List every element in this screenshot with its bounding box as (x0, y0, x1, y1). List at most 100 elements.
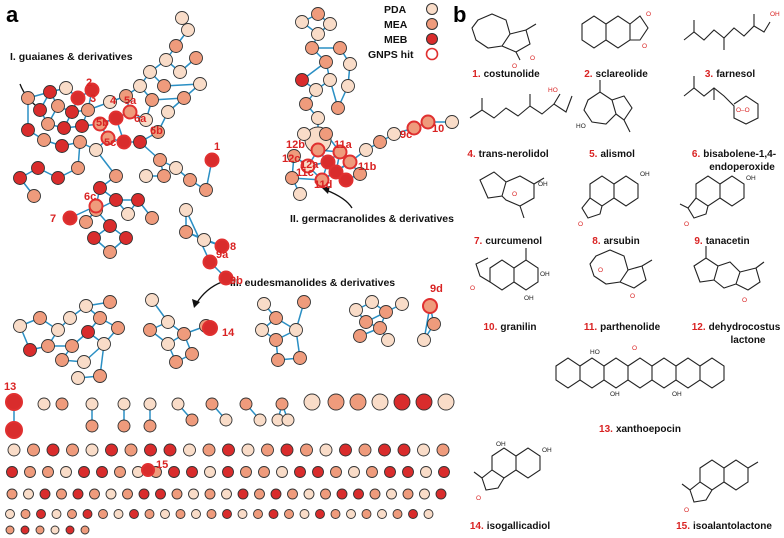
network-node (417, 443, 430, 457)
svg-text:O: O (642, 43, 647, 50)
network-node (323, 73, 337, 87)
network-node (85, 443, 99, 457)
node-label: 10 (432, 123, 444, 135)
node-label: 8 (230, 241, 236, 253)
network-node (169, 161, 183, 175)
network-node (122, 488, 133, 500)
network-node-gnps-hit (218, 270, 234, 286)
network-node (144, 509, 155, 519)
network-node (5, 509, 15, 519)
network-node (143, 65, 157, 79)
structures-panel: OO OO OH HO HO O–O (469, 11, 780, 514)
node-label: 9a (216, 249, 229, 261)
network-node (271, 353, 285, 367)
network-node (81, 325, 95, 339)
network-node-gnps-hit (5, 421, 23, 439)
node-label: 4 (110, 95, 117, 107)
network-node (188, 488, 199, 500)
network-node (281, 413, 295, 427)
structure-costunolide: OO (471, 13, 537, 70)
network-node (171, 488, 183, 500)
network-node-gnps-hit (5, 393, 23, 411)
network-node (96, 466, 108, 478)
network-node (177, 327, 191, 341)
legend: PDA MEA MEB GNPS hit (368, 3, 439, 61)
node-label: 1 (214, 141, 220, 153)
network-node (23, 343, 37, 357)
svg-text:OH: OH (496, 441, 506, 448)
network-node (87, 231, 101, 245)
network-node (327, 393, 345, 411)
network-node (287, 149, 301, 163)
structure-dehydrocostus-lactone: O (693, 246, 765, 304)
network-node (65, 525, 75, 535)
network-node (392, 509, 403, 519)
network-node (359, 143, 373, 157)
network-node (270, 488, 282, 500)
network-node (109, 169, 123, 183)
network-node (67, 509, 77, 519)
network-node (97, 337, 111, 351)
network-node (435, 488, 447, 500)
caption-granilin: 10.granilin (483, 322, 536, 333)
legend-swatch-mea (426, 18, 438, 30)
caption-isoalantolactone: 15.isoalantolactone (676, 521, 772, 532)
network-node (275, 397, 289, 411)
network-node (51, 323, 65, 337)
network-node (121, 207, 135, 221)
network-node (183, 443, 196, 457)
node-label: 5c (104, 137, 116, 149)
network-node (79, 299, 93, 313)
network-node (46, 443, 60, 457)
network-node (72, 488, 84, 500)
network-node (111, 321, 125, 335)
network-node (6, 466, 18, 478)
network-node (33, 103, 47, 117)
svg-text:O: O (512, 191, 517, 198)
network-node-gnps-hit (141, 463, 155, 477)
network-node (23, 488, 34, 500)
network-node (379, 305, 393, 319)
network-node (312, 466, 324, 478)
svg-text:O: O (512, 63, 517, 70)
network-node (305, 41, 319, 55)
svg-text:OH: OH (746, 175, 756, 182)
network-node (65, 339, 79, 353)
network-node (75, 119, 89, 133)
network-node (37, 397, 51, 411)
network-node-gnps-hit (100, 130, 116, 146)
svg-text:O: O (630, 293, 635, 300)
panel-a-letter: a (6, 2, 19, 27)
network-node (103, 95, 117, 109)
network-node (257, 297, 271, 311)
network-node (284, 509, 294, 519)
network-node (89, 488, 100, 500)
network-node (35, 525, 45, 535)
caption-trans-nerolidol: 4.trans-nerolidol (467, 149, 549, 160)
network-node (56, 488, 67, 500)
network-node (258, 466, 270, 478)
caption-curcumenol: 7.curcumenol (474, 236, 542, 247)
network-node (254, 488, 265, 500)
svg-text:O: O (742, 297, 747, 304)
network-node (24, 466, 36, 478)
arrow-germacranolides (325, 189, 353, 209)
network-node (103, 219, 117, 233)
network-node (417, 333, 431, 347)
network-node-gnps-hit (122, 104, 138, 120)
svg-text:O: O (632, 345, 637, 352)
cluster-label-guaianes: I. guaianes & derivatives (10, 51, 133, 63)
svg-text:OH: OH (524, 295, 534, 302)
network-node (50, 525, 60, 535)
structure-curcumenol: OOH (479, 171, 548, 219)
network-node (59, 81, 73, 95)
svg-text:O: O (684, 507, 689, 514)
legend-swatch-meb (426, 33, 438, 45)
network-node (369, 488, 381, 500)
structure-tanacetin: OOH (679, 175, 756, 228)
network-node (179, 203, 193, 217)
network-node (408, 509, 418, 519)
